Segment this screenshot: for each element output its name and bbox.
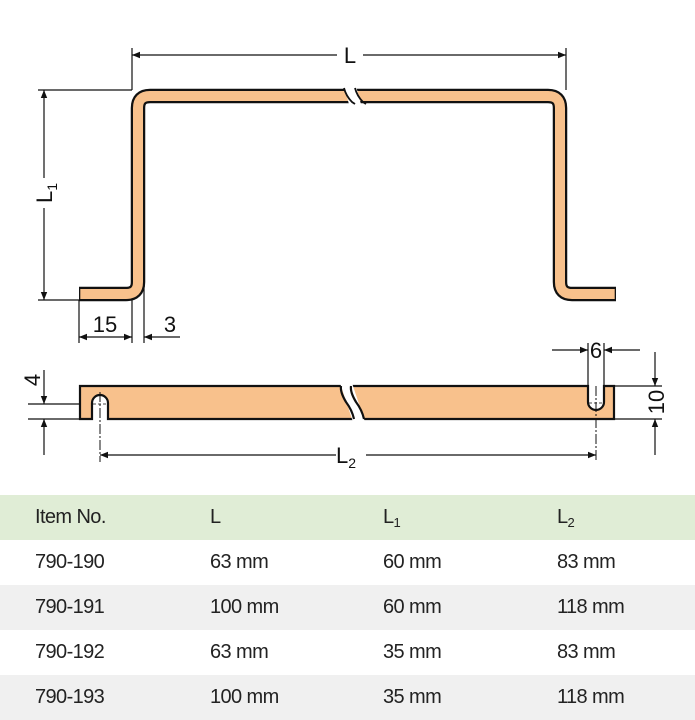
cell-L2: 118 mm bbox=[557, 686, 625, 708]
dim-label-L: L bbox=[344, 43, 356, 68]
dim-label-foot-length: 15 bbox=[93, 312, 117, 337]
cell-L2: 83 mm bbox=[557, 641, 616, 663]
dim-label-L2: L2 bbox=[336, 443, 356, 471]
cell-L1: 35 mm bbox=[383, 686, 442, 708]
table-row: 790-193 100 mm 35 mm 118 mm bbox=[0, 675, 695, 720]
technical-drawing: L L1 15 3 4 6 10 L2 bbox=[20, 43, 669, 471]
cell-L: 63 mm bbox=[210, 551, 269, 573]
table-row: 790-191 100 mm 60 mm 118 mm bbox=[0, 585, 695, 630]
cell-L: 63 mm bbox=[210, 641, 269, 663]
header-L2: L2 bbox=[557, 505, 575, 530]
dim-label-width: 10 bbox=[644, 390, 669, 414]
header-L1: L1 bbox=[383, 505, 401, 530]
dimensions-table: Item No. L L1 L2 790-190 63 mm 60 mm 83 … bbox=[0, 495, 695, 720]
cell-L: 100 mm bbox=[210, 686, 279, 708]
cell-L1: 60 mm bbox=[383, 551, 442, 573]
header-L: L bbox=[210, 506, 221, 528]
bracket-side-view bbox=[79, 86, 616, 302]
cell-item-no: 790-193 bbox=[35, 686, 105, 708]
header-item-no: Item No. bbox=[35, 506, 106, 528]
cell-item-no: 790-190 bbox=[35, 551, 105, 573]
cell-L1: 35 mm bbox=[383, 641, 442, 663]
dim-label-thickness: 3 bbox=[164, 312, 176, 337]
cell-item-no: 790-192 bbox=[35, 641, 105, 663]
cell-item-no: 790-191 bbox=[35, 596, 105, 618]
dim-label-L1: L1 bbox=[32, 183, 60, 203]
cell-L: 100 mm bbox=[210, 596, 279, 618]
dim-label-slot-offset: 4 bbox=[20, 374, 45, 386]
dim-label-slot-width: 6 bbox=[590, 338, 602, 363]
cell-L1: 60 mm bbox=[383, 596, 442, 618]
table-header-row: Item No. L L1 L2 bbox=[0, 495, 695, 540]
table-row: 790-190 63 mm 60 mm 83 mm bbox=[0, 540, 695, 585]
table-row: 790-192 63 mm 35 mm 83 mm bbox=[0, 630, 695, 675]
cell-L2: 83 mm bbox=[557, 551, 616, 573]
cell-L2: 118 mm bbox=[557, 596, 625, 618]
